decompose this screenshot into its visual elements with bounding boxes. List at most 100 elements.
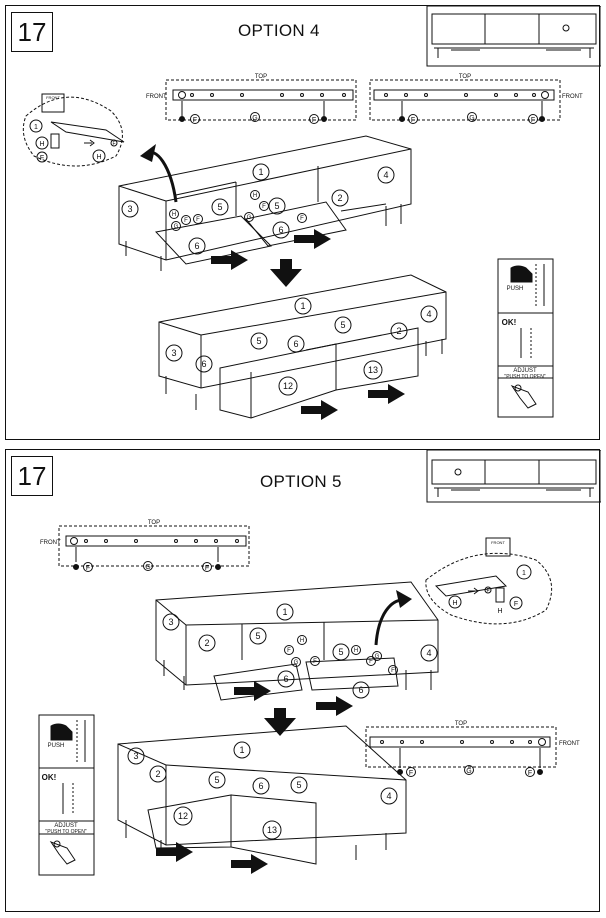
cabinet-exploded (155, 581, 439, 701)
step-number: 17 (11, 12, 53, 52)
part-g-label: G (469, 115, 474, 122)
drawer-rail-right (369, 79, 561, 124)
cabinet-assembled (117, 725, 407, 865)
rail-front-label: FRONT (40, 540, 61, 546)
rail-front-label: FRONT (146, 94, 167, 100)
adjust-label: ADJUST (54, 823, 78, 829)
part-label-6: 6 (278, 225, 283, 235)
detail-front-label: FRONT (46, 95, 60, 100)
cabinet-exploded (118, 135, 412, 271)
part-label-1: 1 (258, 167, 263, 177)
ok-label: OK! (502, 318, 517, 327)
part-label-12: 12 (178, 811, 188, 821)
part-label-2: 2 (337, 193, 342, 203)
part-f-label: F (411, 117, 415, 124)
callout-f: F (262, 204, 266, 210)
part-label-6: 6 (258, 781, 263, 791)
part-label-5: 5 (256, 336, 261, 346)
option-5-illustration: TOP FRONT TOP FRONT F G F F G F FRONT 1 … (38, 450, 601, 876)
callout-f: F (369, 659, 373, 665)
step-panel-option-5: 17 OPTION 5 (5, 449, 601, 912)
detail-part-f: F (486, 588, 489, 594)
part-label-3: 3 (133, 751, 138, 761)
part-f-label: F (531, 117, 535, 124)
detail-part-f: F (112, 141, 115, 147)
part-label-3: 3 (127, 204, 132, 214)
part-label-6: 6 (283, 674, 288, 684)
part-label-6: 6 (293, 339, 298, 349)
part-label-4: 4 (426, 648, 431, 658)
option-4-illustration: TOP FRONT TOP FRONT F G F F G F FRONT 1 … (22, 6, 601, 420)
part-label-2: 2 (204, 638, 209, 648)
push-label: PUSH (48, 743, 65, 749)
callout-f: F (287, 648, 291, 654)
part-label-5: 5 (296, 780, 301, 790)
push-to-open-label: "PUSH TO OPEN" (504, 374, 545, 380)
rail-top-label: TOP (148, 520, 160, 526)
part-label-13: 13 (267, 825, 277, 835)
part-label-6: 6 (358, 685, 363, 695)
option-title: OPTION 5 (260, 472, 342, 491)
part-f-label: F (86, 565, 90, 572)
part-label-4: 4 (426, 309, 431, 319)
part-label-5: 5 (214, 775, 219, 785)
part-label-3: 3 (171, 348, 176, 358)
rail-top-label: TOP (459, 74, 471, 80)
part-f-label: F (312, 117, 316, 124)
push-to-open-instructions (38, 714, 95, 876)
part-label-12: 12 (283, 381, 293, 391)
callout-g: G (247, 215, 252, 221)
callout-g: G (375, 654, 380, 660)
cabinet-assembled (158, 274, 447, 419)
callout-f: F (184, 218, 188, 224)
callout-h: H (172, 212, 176, 218)
option-thumbnail (426, 450, 601, 503)
part-label-5: 5 (338, 647, 343, 657)
part-label-3: 3 (168, 617, 173, 627)
push-to-open-label: "PUSH TO OPEN" (45, 829, 86, 835)
detail-part-h: H (452, 600, 457, 607)
option-thumbnail (426, 6, 601, 67)
rail-front-label: FRONT (559, 741, 580, 747)
part-label-4: 4 (383, 170, 388, 180)
detail-part-f: F (514, 601, 518, 608)
part-label-5: 5 (255, 631, 260, 641)
part-f-label: F (409, 770, 413, 777)
part-label-1: 1 (239, 745, 244, 755)
hinge-detail (425, 537, 553, 625)
part-label-6: 6 (201, 359, 206, 369)
part-label-5: 5 (217, 202, 222, 212)
part-label-1: 1 (282, 607, 287, 617)
callout-f: F (300, 216, 304, 222)
detail-part-f: F (40, 155, 44, 162)
step-number: 17 (11, 456, 53, 496)
part-f-label: F (205, 565, 209, 572)
part-label-2: 2 (396, 326, 401, 336)
detail-part-1: 1 (34, 124, 38, 131)
part-g-label: G (252, 115, 257, 122)
ok-label: OK! (42, 773, 57, 782)
drawer-rail-left (58, 525, 250, 572)
callout-g: G (294, 660, 299, 666)
part-label-5: 5 (340, 320, 345, 330)
push-to-open-instructions (497, 258, 554, 418)
hinge-detail (22, 93, 125, 167)
part-label-4: 4 (386, 791, 391, 801)
adjust-label: ADJUST (513, 368, 537, 374)
rail-top-label: TOP (455, 721, 467, 727)
part-f-label: F (193, 117, 197, 124)
part-label-5: 5 (274, 201, 279, 211)
callout-h: H (354, 648, 358, 654)
step-panel-option-4: 17 OPTION 4 (5, 5, 601, 440)
detail-part-h: H (39, 141, 44, 148)
part-label-6: 6 (194, 241, 199, 251)
push-label: PUSH (507, 286, 524, 292)
part-label-1: 1 (300, 301, 305, 311)
part-label-13: 13 (368, 365, 378, 375)
option-title: OPTION 4 (238, 21, 320, 40)
detail-front-label: FRONT (491, 540, 505, 545)
detail-part-h: H (497, 608, 502, 615)
rail-top-label: TOP (255, 74, 267, 80)
callout-h: H (253, 193, 257, 199)
callout-h: H (300, 638, 304, 644)
